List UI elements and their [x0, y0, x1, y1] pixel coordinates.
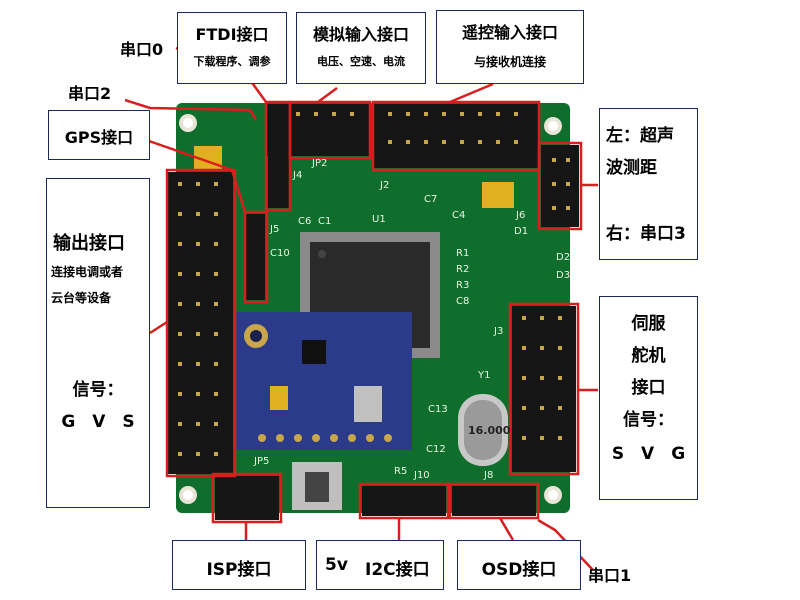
- mounting-holes: [179, 114, 562, 504]
- servo-pin-order: S V G: [611, 444, 686, 464]
- remote-title: 遥控输入接口: [461, 23, 558, 42]
- silk-j5: J5: [270, 224, 280, 235]
- silk-y1: Y1: [478, 370, 491, 381]
- callout-remote-input: 遥控输入接口 与接收机连接: [436, 10, 584, 84]
- silk-jp5: JP5: [254, 456, 270, 467]
- silk-j6: J6: [516, 210, 526, 221]
- crystal: [458, 394, 508, 466]
- silk-c6: C6: [298, 216, 312, 227]
- osd-header: [452, 486, 536, 516]
- callout-sonar-uart3: 左：超声 波测距 右：串口3: [599, 108, 698, 260]
- servo-signal-label: 信号：: [623, 410, 674, 430]
- crystal-marking: 16.000: [468, 424, 511, 437]
- silk-j3: J3: [494, 326, 504, 337]
- silk-jp2: JP2: [312, 158, 328, 169]
- callout-output: 输出接口 连接电调或者 云台等设备 信号： G V S: [46, 178, 150, 508]
- ftdi-header: [268, 104, 290, 208]
- callout-analog-input: 模拟输入接口 电压、空速、电流: [296, 12, 426, 84]
- silk-u1: U1: [372, 214, 386, 225]
- servo-line-2: 舵机: [631, 346, 666, 366]
- callout-i2c: 5v I2C接口: [316, 540, 444, 590]
- osd-title: OSD接口: [481, 560, 557, 580]
- leader-lines: [124, 46, 598, 571]
- silk-c10: C10: [270, 248, 290, 259]
- silk-d1: D1: [514, 226, 529, 237]
- sonar-line-2: 波测距: [606, 158, 657, 178]
- silk-r5: R5: [394, 466, 408, 477]
- i2c-5v-label: 5v: [325, 555, 348, 575]
- remote-subtitle: 与接收机连接: [473, 55, 546, 69]
- silk-c4: C4: [452, 210, 466, 221]
- sonar-line-1: 左：超声: [606, 126, 674, 146]
- output-title: 输出接口: [53, 233, 125, 254]
- label-uart2: 串口2: [68, 84, 112, 103]
- callout-ftdi: FTDI接口 下载程序、调参: [177, 12, 287, 84]
- capacitor-right: [482, 182, 514, 208]
- silk-d2: D2: [556, 252, 571, 263]
- silk-c12: C12: [426, 444, 446, 455]
- reset-button: [292, 462, 342, 510]
- callout-osd: OSD接口: [457, 540, 581, 590]
- output-desc-2: 云台等设备: [51, 291, 112, 305]
- isp-header: [215, 476, 279, 520]
- silk-j8: J8: [484, 470, 494, 481]
- silk-j2: J2: [380, 180, 390, 191]
- silk-r2: R2: [456, 264, 470, 275]
- callout-servo: 伺服 舵机 接口 信号： S V G: [599, 296, 698, 500]
- callout-isp: ISP接口: [172, 540, 306, 590]
- imu-module: [234, 312, 412, 450]
- ftdi-title: FTDI接口: [195, 25, 269, 44]
- silk-r1: R1: [456, 248, 470, 259]
- silk-c1: C1: [318, 216, 332, 227]
- servo-line-3: 接口: [631, 378, 666, 398]
- servo-line-1: 伺服: [631, 314, 666, 334]
- output-signal-label: 信号：: [72, 380, 124, 400]
- silk-c8: C8: [456, 296, 470, 307]
- silk-j10: J10: [414, 470, 430, 481]
- label-uart1: 串口1: [588, 566, 632, 585]
- output-desc-1: 连接电调或者: [51, 265, 124, 279]
- callout-gps: GPS接口: [48, 110, 150, 160]
- uart3-label: 右：串口3: [606, 224, 686, 244]
- i2c-title: I2C接口: [365, 560, 430, 580]
- label-uart0: 串口0: [120, 40, 164, 59]
- output-pin-order: G V S: [61, 412, 135, 432]
- servo-header: [512, 306, 576, 472]
- i2c-header: [362, 486, 446, 516]
- output-header: [167, 172, 233, 474]
- gps-header: [245, 214, 265, 300]
- silk-r3: R3: [456, 280, 470, 291]
- isp-title: ISP接口: [206, 560, 272, 580]
- gps-title: GPS接口: [64, 128, 134, 147]
- silk-c13: C13: [428, 404, 448, 415]
- ftdi-subtitle: 下载程序、调参: [193, 55, 271, 68]
- silk-d3: D3: [556, 270, 571, 281]
- silk-j4: J4: [293, 170, 303, 181]
- analog-title: 模拟输入接口: [312, 25, 409, 44]
- analog-subtitle: 电压、空速、电流: [317, 55, 405, 68]
- silk-c7: C7: [424, 194, 438, 205]
